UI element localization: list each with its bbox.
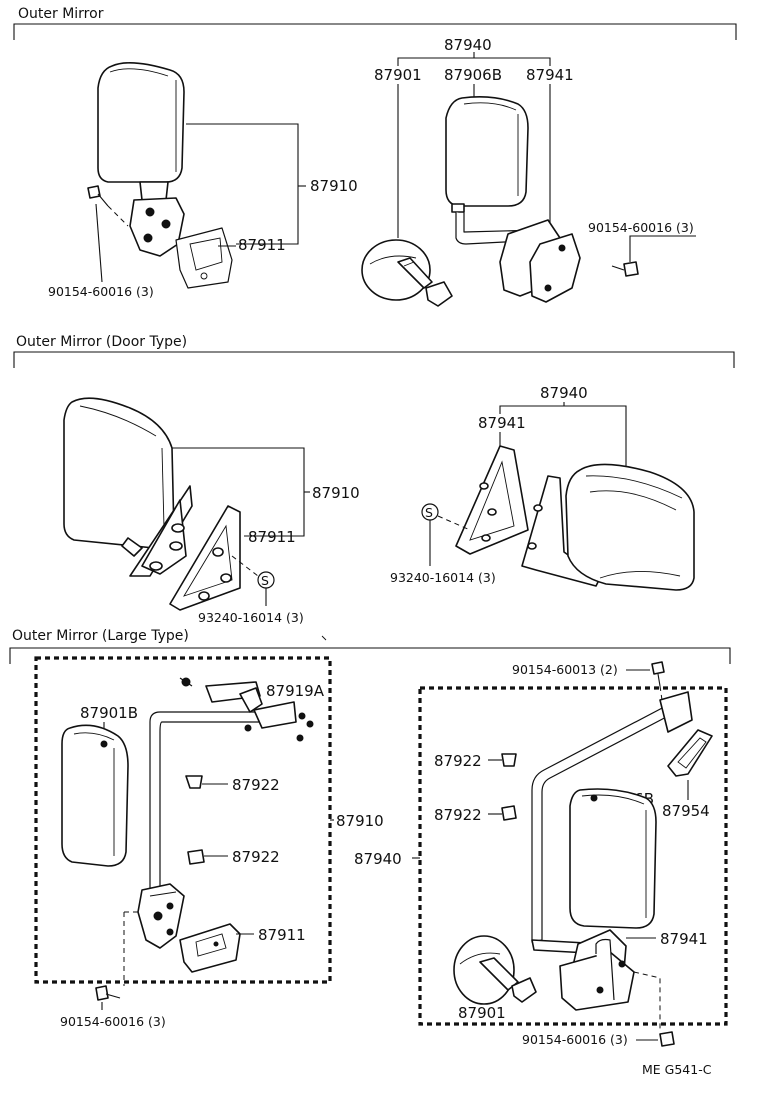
mirror-87906B-large — [569, 788, 657, 929]
mirror-87910-upper — [97, 62, 185, 257]
label-87919A: 87919A — [266, 682, 325, 700]
label-87901-upper: 87901 — [374, 66, 422, 84]
label-87941-door: 87941 — [478, 414, 526, 432]
bolt-icon — [659, 1031, 675, 1047]
bracket-87919A — [179, 677, 314, 742]
gasket-87911-large — [179, 923, 241, 973]
mirror-87940-door — [521, 463, 695, 591]
label-87910-upper: 87910 — [310, 177, 358, 195]
label-bolt-right-upper: 90154-60016 (3) — [588, 220, 694, 235]
label-87941-upper: 87941 — [526, 66, 574, 84]
label-87940-upper: 87940 — [444, 36, 492, 54]
section-title-outer-mirror: Outer Mirror — [18, 6, 104, 22]
label-87922-left-2: 87922 — [232, 848, 280, 866]
label-87940-large: 87940 — [354, 850, 402, 868]
grommet-icon — [501, 753, 517, 767]
bolt-icon — [95, 985, 121, 1001]
leader-87910-upper — [186, 123, 299, 245]
label-87911-door: 87911 — [248, 528, 296, 546]
label-87922-right-1: 87922 — [434, 752, 482, 770]
stay-87941-large — [559, 929, 635, 1011]
label-bolt-left-large: 90154-60016 (3) — [60, 1014, 166, 1029]
label-87910-large: 87910 — [336, 812, 384, 830]
stay-87941-door — [455, 445, 529, 555]
label-87910-door: 87910 — [312, 484, 360, 502]
label-87901B: 87901B — [80, 704, 138, 722]
label-87940-door: 87940 — [540, 384, 588, 402]
grommet-icon — [185, 775, 203, 789]
bolt-icon — [611, 261, 639, 277]
label-87941-large: 87941 — [660, 930, 708, 948]
mirror-87901-upper — [361, 239, 453, 307]
bolt-icon — [87, 185, 129, 227]
mirror-87906B-upper — [445, 96, 543, 245]
grommet-icon — [187, 849, 205, 865]
label-87906B-upper: 87906B — [444, 66, 502, 84]
stay-arm-87910 — [137, 711, 265, 949]
label-87922-right-2: 87922 — [434, 806, 482, 824]
mirror-87910-door — [63, 397, 193, 577]
label-bolt-top-large: 90154-60013 (2) — [512, 662, 618, 677]
section-bracket-1 — [13, 23, 737, 40]
section-bracket-3 — [9, 647, 731, 664]
bolt-icon — [651, 661, 665, 701]
bracket-87954 — [667, 729, 713, 777]
mirror-87901B — [61, 724, 129, 867]
label-87901-large: 87901 — [458, 1004, 506, 1022]
label-screw-door-right: 93240-16014 (3) — [198, 610, 304, 625]
dashed-box-87940 — [418, 686, 728, 1026]
section-title-door-type: Outer Mirror (Door Type) — [16, 334, 187, 350]
gasket-87911-upper — [175, 227, 233, 289]
label-87922-left-1: 87922 — [232, 776, 280, 794]
dashed-box-87910 — [34, 656, 332, 984]
section-title-large-type: Outer Mirror (Large Type) — [12, 628, 189, 644]
s-mark-left: S — [425, 505, 433, 520]
label-87911-upper: 87911 — [238, 236, 286, 254]
drawing-code: ME G541-C — [642, 1062, 712, 1077]
label-bolt-right-large: 90154-60016 (3) — [522, 1032, 628, 1047]
s-mark-right: S — [261, 573, 269, 588]
grommet-icon — [501, 805, 517, 821]
label-bolt-left-upper: 90154-60016 (3) — [48, 284, 154, 299]
label-screw-door-left: 93240-16014 (3) — [390, 570, 496, 585]
section-bracket-2 — [13, 351, 735, 368]
label-87954: 87954 — [662, 802, 710, 820]
gasket-87911-door — [169, 505, 241, 611]
label-87911-large: 87911 — [258, 926, 306, 944]
mirror-87901-large — [453, 935, 537, 1005]
stay-87941-upper — [499, 219, 581, 303]
